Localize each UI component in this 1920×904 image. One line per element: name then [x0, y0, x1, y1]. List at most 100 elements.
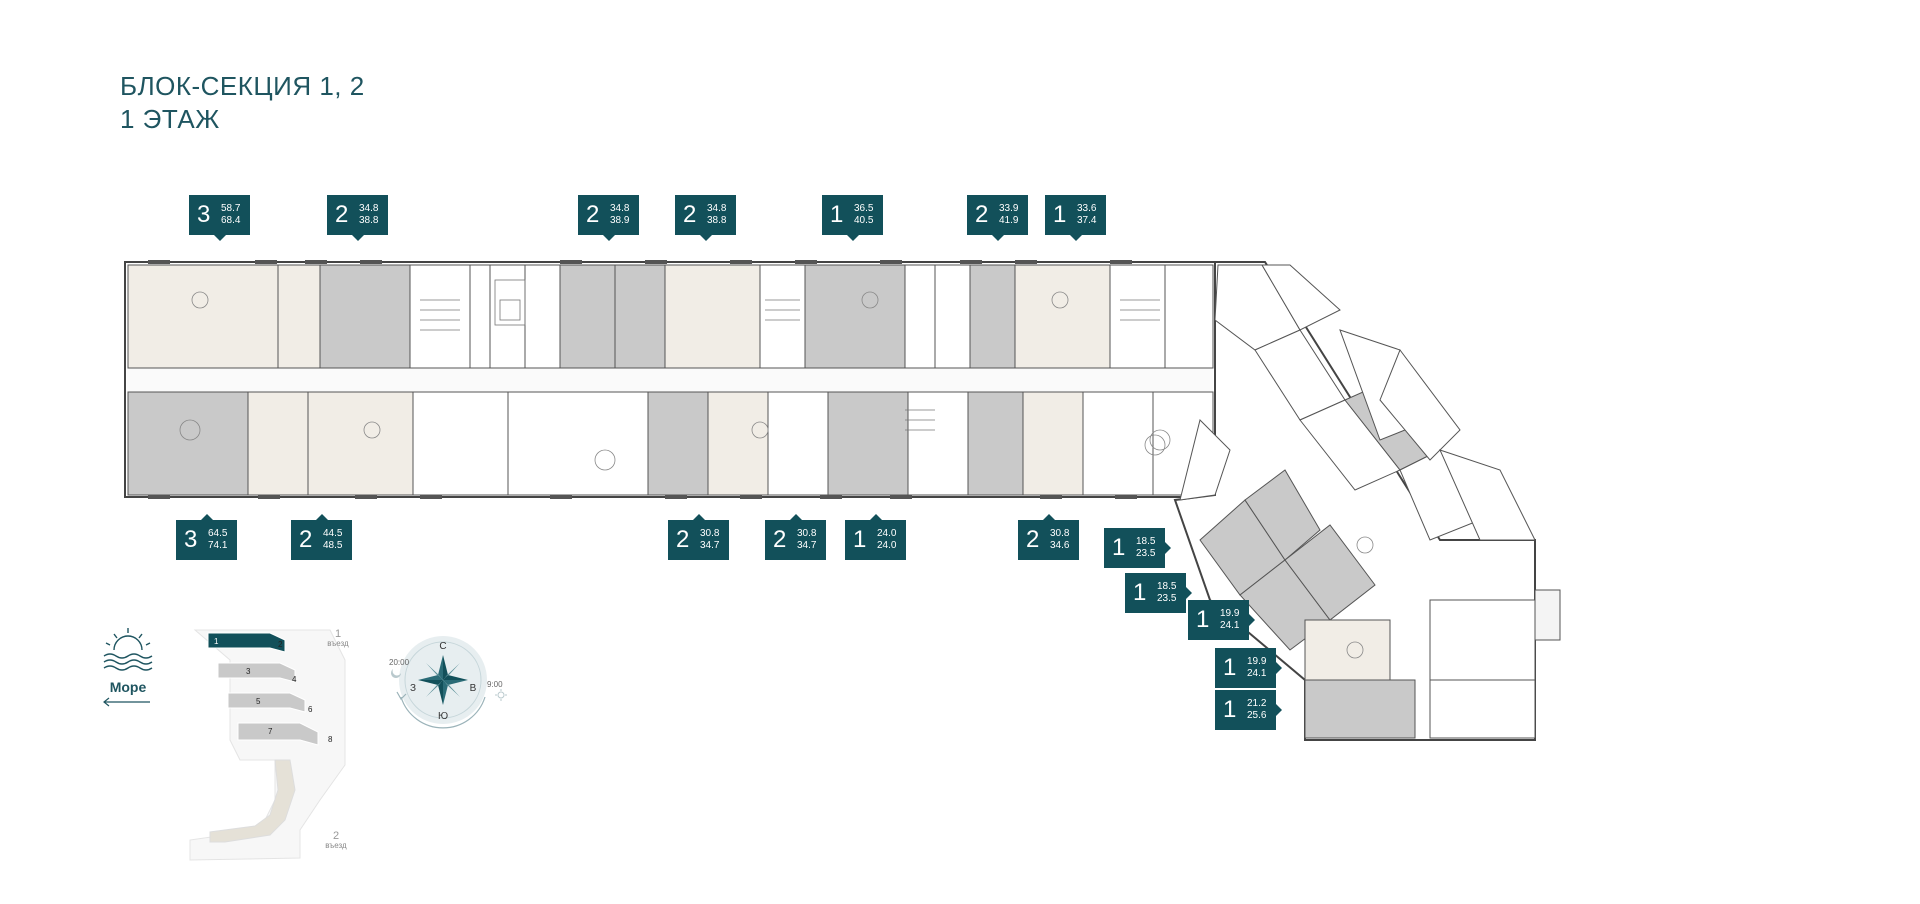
apartment-area-total: 23.5	[1157, 593, 1177, 604]
compass-east: В	[470, 683, 477, 694]
apartment-area: 24.0	[877, 528, 897, 539]
apartment-area-total: 34.7	[797, 540, 817, 551]
right-wing	[1144, 261, 1561, 741]
apartment-area: 34.8	[359, 203, 379, 214]
compass-rose-icon	[418, 655, 468, 705]
apartment-area: 64.5	[208, 528, 228, 539]
moon-icon	[391, 669, 401, 678]
apartment-area-total: 38.9	[610, 215, 630, 226]
sunrise-time: 9:00	[487, 680, 503, 689]
keyplan-section-5[interactable]: 5	[256, 697, 261, 706]
apartment-area-total: 23.5	[1136, 548, 1156, 559]
apartment-area-total: 68.4	[221, 215, 241, 226]
title-section: БЛОК-СЕКЦИЯ 1, 2	[120, 71, 365, 101]
keyplan-section-7[interactable]: 7	[268, 727, 273, 736]
apartment-area: 30.8	[1050, 528, 1070, 539]
apartment-rooms: 2	[683, 201, 697, 228]
apartment-area: 30.8	[797, 528, 817, 539]
apartment-area: 36.5	[854, 203, 874, 214]
apartment-area-total: 40.5	[854, 215, 874, 226]
apartment-area-total: 34.6	[1050, 540, 1070, 551]
apartment-rooms: 1	[853, 526, 867, 553]
apartment-area: 21.2	[1247, 698, 1267, 709]
apartment-area-total: 34.7	[700, 540, 720, 551]
keyplan-section-8[interactable]: 8	[328, 735, 333, 744]
apartment-area: 58.7	[221, 203, 241, 214]
apartment-rooms: 1	[1112, 534, 1126, 561]
apartment-rooms: 2	[335, 201, 349, 228]
left-wing	[124, 260, 1216, 499]
arrow-left-icon	[103, 697, 150, 707]
title-floor: 1 ЭТАЖ	[120, 104, 220, 134]
apartment-area: 33.9	[999, 203, 1019, 214]
apartment-rooms: 1	[1053, 201, 1067, 228]
apartment-area: 33.6	[1077, 203, 1097, 214]
compass-west: З	[410, 683, 416, 694]
apartment-rooms: 1	[1196, 606, 1210, 633]
keyplan-section-3[interactable]: 3	[246, 667, 251, 676]
apartment-area: 18.5	[1157, 581, 1177, 592]
apartment-rooms: 3	[197, 201, 211, 228]
sea-sun-icon	[103, 628, 153, 671]
apartment-area: 19.9	[1247, 656, 1267, 667]
apartment-area: 19.9	[1220, 608, 1240, 619]
apartment-rooms: 1	[830, 201, 844, 228]
apartment-area-total: 38.8	[707, 215, 727, 226]
entrance-2: 2 въезд	[318, 830, 354, 851]
apartment-area-total: 48.5	[323, 540, 343, 551]
apartment-rooms: 1	[1133, 579, 1147, 606]
page-title: БЛОК-СЕКЦИЯ 1, 2 1 ЭТАЖ	[120, 70, 365, 136]
apartment-rooms: 1	[1223, 696, 1237, 723]
entrance-1-label: въезд	[327, 639, 349, 648]
entrance-2-label: въезд	[325, 841, 347, 850]
apartment-area-total: 74.1	[208, 540, 228, 551]
apartment-area-total: 38.8	[359, 215, 379, 226]
keyplan-section-4[interactable]: 4	[292, 675, 297, 684]
apartment-rooms: 2	[676, 526, 690, 553]
apartment-area-total: 24.0	[877, 540, 897, 551]
sun-icon	[495, 689, 507, 701]
apartment-rooms: 2	[586, 201, 600, 228]
entrance-1: 1 въезд	[320, 628, 356, 649]
apartment-area: 18.5	[1136, 536, 1156, 547]
apartment-area-total: 24.1	[1220, 620, 1240, 631]
apartment-rooms: 2	[773, 526, 787, 553]
apartment-area-total: 37.4	[1077, 215, 1097, 226]
compass-north: С	[439, 641, 446, 652]
keyplan-section-1[interactable]: 1	[214, 637, 219, 646]
entrance-1-number: 1	[334, 628, 342, 640]
apartment-area: 30.8	[700, 528, 720, 539]
apartment-area: 34.8	[610, 203, 630, 214]
keyplan-section-2[interactable]: 2	[278, 640, 283, 649]
apartment-area: 44.5	[323, 528, 343, 539]
entrance-2-number: 2	[332, 830, 340, 842]
apartment-rooms: 2	[975, 201, 989, 228]
apartment-area-total: 25.6	[1247, 710, 1267, 721]
compass: С Ю З В 20:00 9:00	[389, 636, 507, 729]
apartment-area-total: 24.1	[1247, 668, 1267, 679]
apartment-rooms: 1	[1223, 654, 1237, 681]
sea-label: Море	[109, 679, 147, 695]
keyplan-section-6[interactable]: 6	[308, 705, 313, 714]
compass-south: Ю	[438, 711, 448, 722]
apartment-rooms: 2	[1026, 526, 1040, 553]
